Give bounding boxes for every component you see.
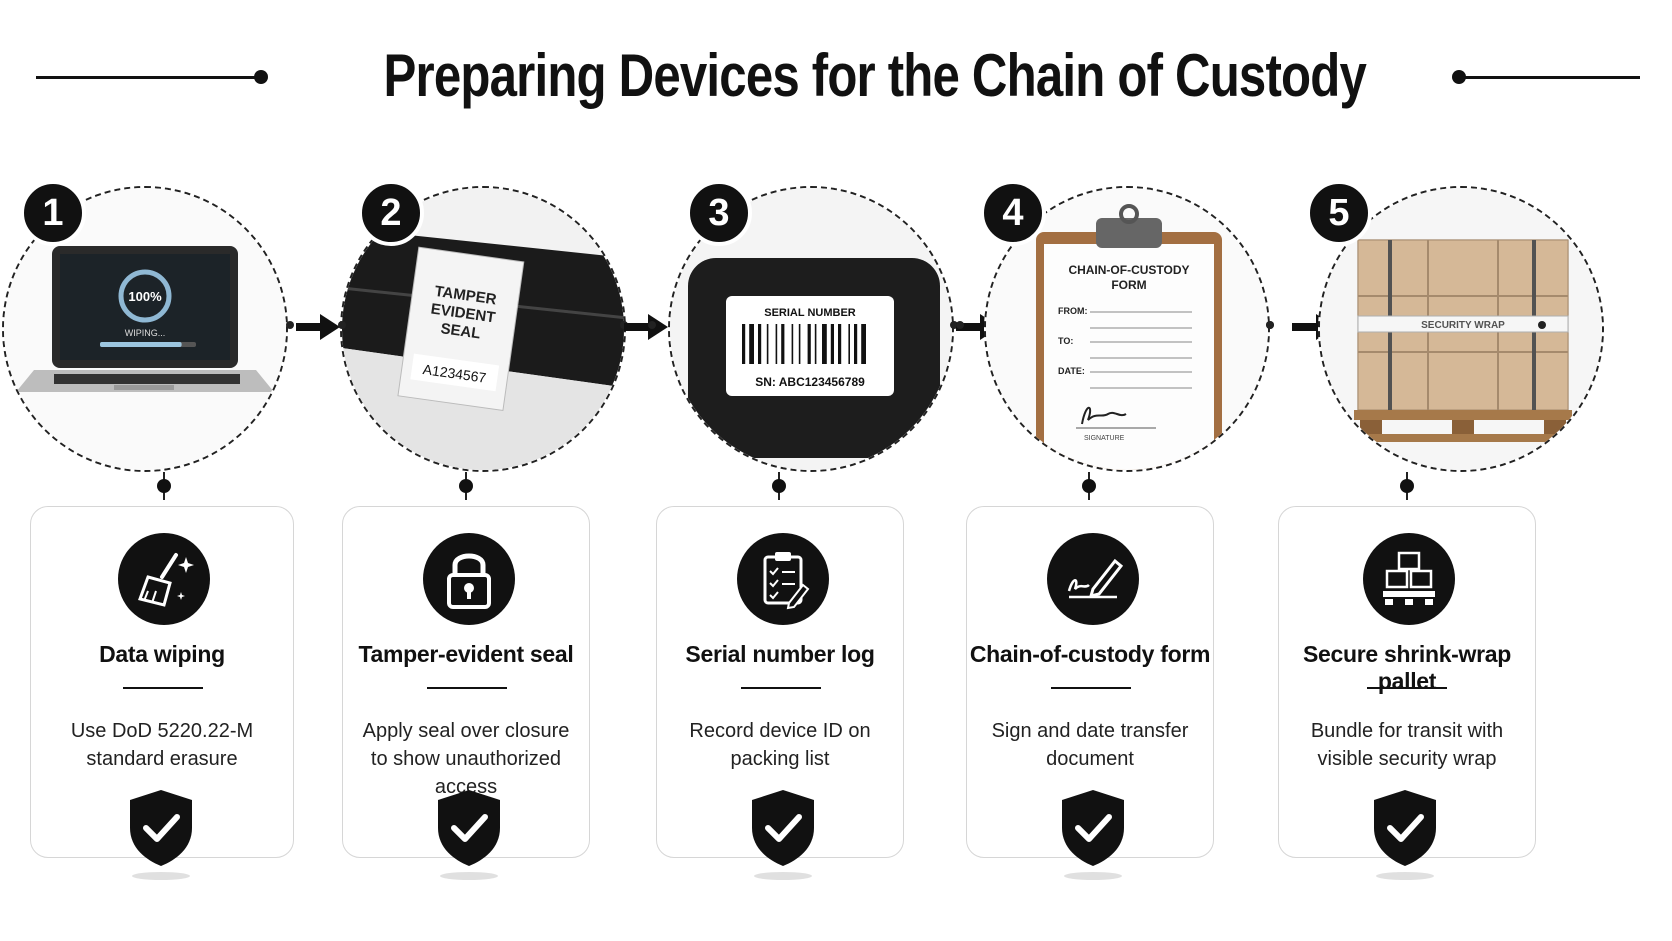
step-number: 3 [686,180,752,246]
custody-form-illustration: CHAIN-OF-CUSTODY FORM FROM: TO: DATE: SI… [986,188,1268,470]
page-title: Preparing Devices for the Chain of Custo… [383,42,1367,109]
title-rule-left [36,76,261,79]
title-divider [427,687,507,689]
connector-dot [1538,321,1546,329]
title-row: Preparing Devices for the Chain of Custo… [0,36,1672,116]
step-connector-dot [157,479,171,493]
check-shield-icon [1374,790,1436,866]
step-title: Secure shrink-wrap pallet [1302,641,1512,694]
barcode [742,324,866,364]
svg-text:SEAL: SEAL [440,320,482,342]
shield-shadow [1376,872,1434,880]
connector-dot [648,321,656,329]
step-connector-dot [772,479,786,493]
step-connector-dot [1400,479,1414,493]
svg-text:FORM: FORM [1111,278,1146,292]
step-connector-dot [459,479,473,493]
form-signature-label: SIGNATURE [1084,435,1125,442]
shield-shadow [132,872,190,880]
step-title: Tamper-evident seal [358,641,574,667]
step-number: 2 [358,180,424,246]
step-description: Sign and date transfer document [991,720,1189,770]
step-number: 1 [20,180,86,246]
title-divider [123,687,203,689]
arrow-right-icon [296,314,340,340]
title-rule-dot-right [1452,70,1466,84]
label-heading: SERIAL NUMBER [764,307,856,319]
step-number: 4 [980,180,1046,246]
pallet-illustration: SECURITY WRAP [1320,188,1602,470]
shield-shadow [440,872,498,880]
connector-dot [338,321,346,329]
security-tape-text: SECURITY WRAP [1421,320,1505,331]
shield-shadow [754,872,812,880]
step-1: 100% WIPING... 1 Data wiping [0,180,300,920]
padlock-icon [423,533,515,625]
form-from-label: FROM: [1058,306,1088,316]
connector-dot [950,321,958,329]
shield-shadow [1064,872,1122,880]
arrow-right-icon [624,314,668,340]
title-divider [1051,687,1131,689]
svg-text:CHAIN-OF-CUSTODY: CHAIN-OF-CUSTODY [1068,263,1189,277]
form-to-label: TO: [1058,336,1073,346]
laptop-screen-status: WIPING... [125,328,166,338]
laptop-screen-percent: 100% [128,289,162,304]
step-description: Record device ID on packing list [689,720,871,770]
step-description: Bundle for transit with visible security… [1310,720,1504,770]
label-serial: SN: ABC123456789 [755,375,865,389]
title-divider [741,687,821,689]
form-date-label: DATE: [1058,366,1085,376]
step-connector-dot [1082,479,1096,493]
step-description: Use DoD 5220.22-M standard erasure [70,720,254,770]
step-title: Data wiping [99,641,225,667]
step-illustration-circle: CHAIN-OF-CUSTODY FORM FROM: TO: DATE: SI… [984,186,1270,472]
check-shield-icon [1062,790,1124,866]
step-number: 5 [1306,180,1372,246]
check-shield-icon [130,790,192,866]
step-illustration-circle: SECURITY WRAP [1318,186,1604,472]
connector-dot [1266,321,1274,329]
step-title: Chain-of-custody form [969,641,1211,667]
pallet-boxes-icon [1363,533,1455,625]
connector-dot [286,321,294,329]
title-rule-right [1465,76,1640,79]
wipe-progress-fill [100,342,182,347]
step-description: Apply seal over closure to show unauthor… [362,720,570,798]
step-title: Serial number log [685,641,875,667]
title-rule-dot-left [254,70,268,84]
step-3: SERIAL NUMBER SN: ABC123456789 3 Serial … [644,180,958,920]
step-card: Tamper-evident seal Apply seal over clos… [342,506,590,858]
step-4: CHAIN-OF-CUSTODY FORM FROM: TO: DATE: SI… [956,180,1276,920]
signature-pen-icon [1047,533,1139,625]
step-5: SECURITY WRAP 5 Secure [1266,180,1620,920]
check-shield-icon [438,790,500,866]
clipboard-checklist-icon [737,533,829,625]
broom-icon [118,533,210,625]
connector-dot [956,321,964,329]
step-2: TAMPER EVIDENT SEAL A1234567 2 Tamper-ev… [312,180,628,920]
check-shield-icon [752,790,814,866]
title-divider [1367,687,1447,689]
